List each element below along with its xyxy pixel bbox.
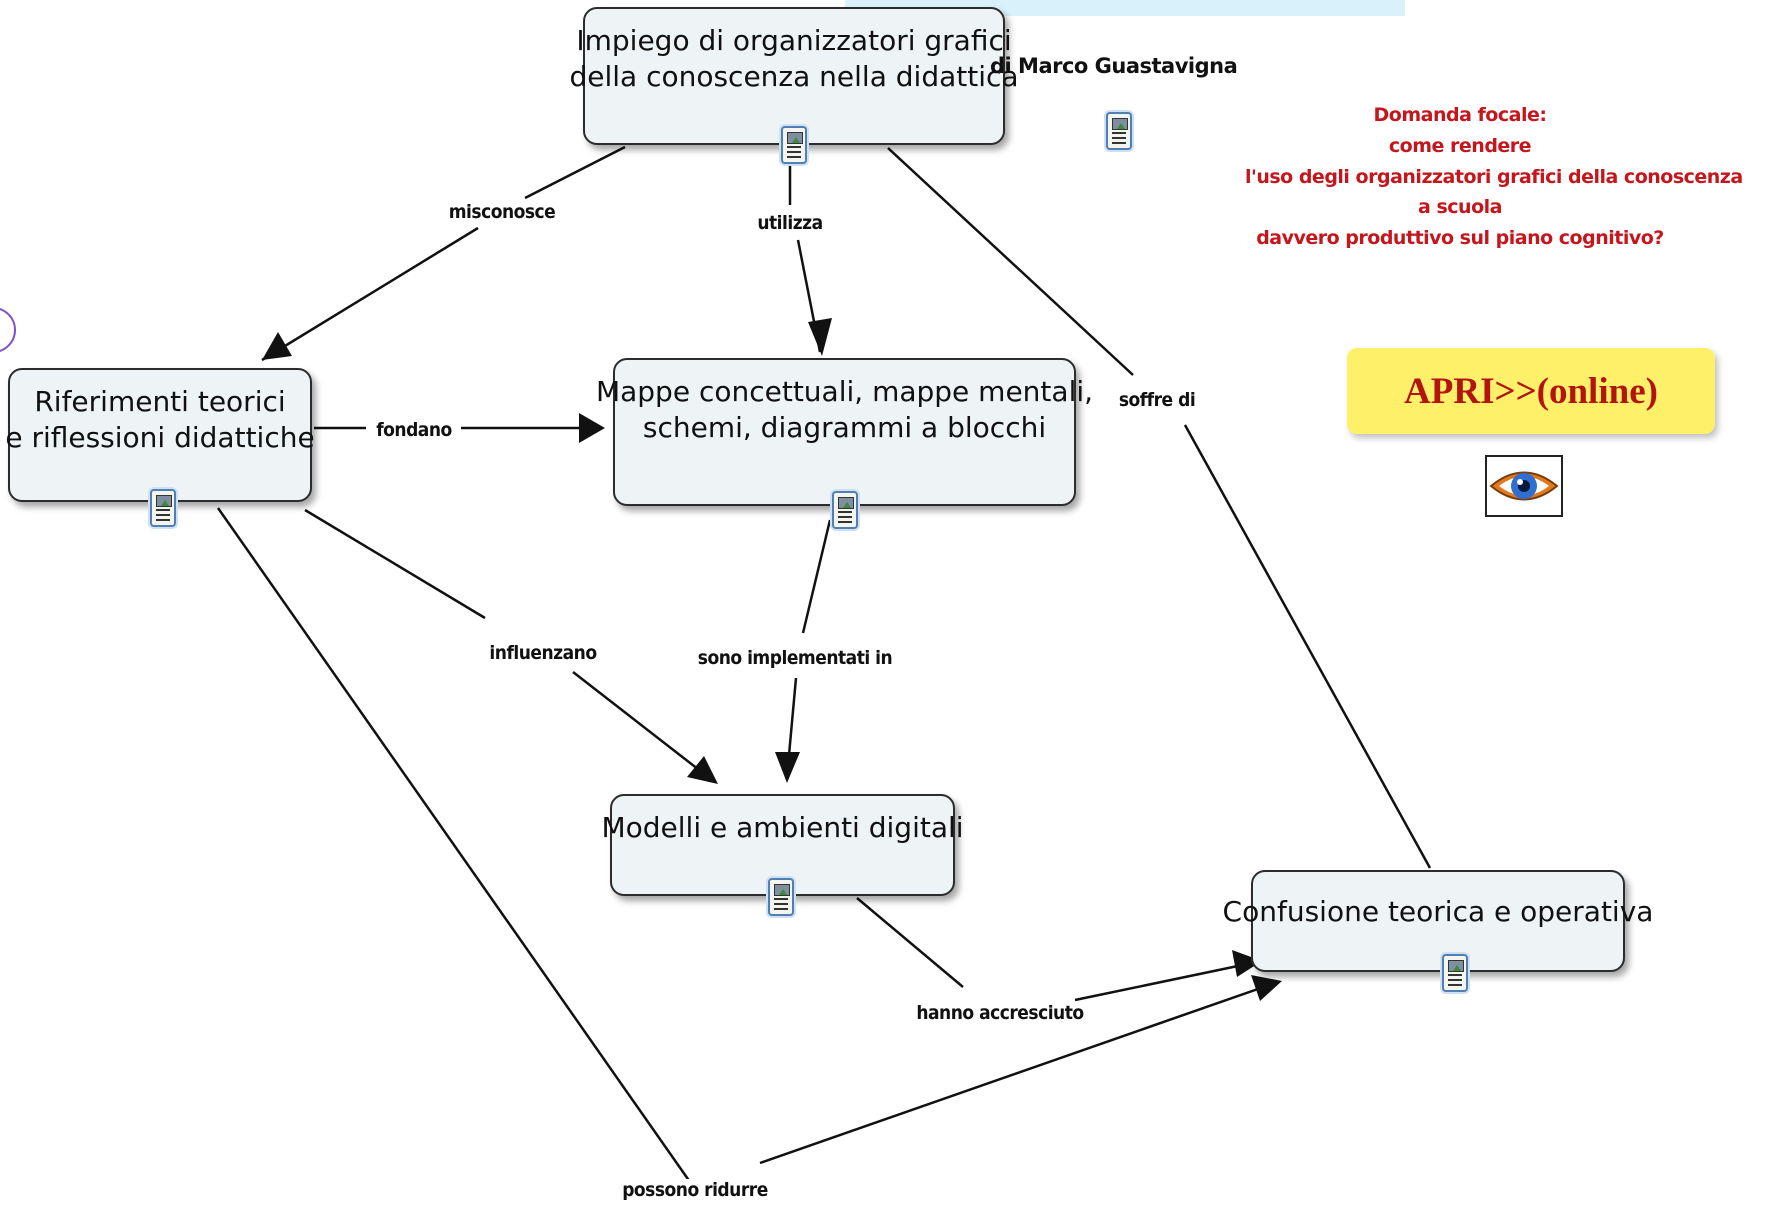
connector-riferimenti-possono: [216, 507, 692, 1183]
concept-riferimenti[interactable]: Riferimenti teorici e riflessioni didatt…: [5, 368, 315, 502]
concept-riferimenti-line-1: Riferimenti teorici: [34, 385, 286, 418]
connector-soffre-confusione: [1183, 424, 1432, 869]
connector-possono-confusione: [759, 981, 1276, 1165]
open-online-button-label: APRI>>(online): [1404, 370, 1658, 412]
arrowhead-mappe-fondano: [579, 413, 605, 443]
concept-modelli-line-1: Modelli e ambienti digitali: [601, 811, 964, 844]
arrowhead-riferimenti: [262, 332, 292, 360]
concept-confusione-line-1: Confusione teorica e operativa: [1222, 895, 1654, 928]
arrowhead-modelli-sono: [775, 752, 800, 783]
arrowhead-modelli-influenzano: [687, 756, 718, 784]
focal-question-line-3: l'uso degli organizzatori grafici della …: [1245, 165, 1743, 188]
open-online-button[interactable]: APRI>>(online): [1347, 348, 1715, 434]
concept-mappe-line-1: Mappe concettuali, mappe mentali,: [595, 375, 1094, 408]
concept-impiego[interactable]: Impiego di organizzatori grafici della c…: [569, 7, 1019, 145]
link-label-fondano: fondano: [373, 419, 455, 441]
concept-mappe[interactable]: Mappe concettuali, mappe mentali, schemi…: [596, 358, 1093, 506]
eye-icon-graphic: [1489, 471, 1559, 501]
connector-influenzano-modelli: [572, 671, 713, 781]
eye-icon[interactable]: [1485, 455, 1563, 517]
concept-mappe-line-2: schemi, diagrammi a blocchi: [642, 410, 1047, 444]
focal-question-line-1: Domanda focale:: [1373, 104, 1547, 126]
link-label-utilizza: utilizza: [754, 212, 826, 234]
connector-misconosce-riferimenti: [261, 226, 479, 362]
link-label-influenzano: influenzano: [486, 642, 600, 664]
concept-confusione[interactable]: Confusione teorica e operativa: [1223, 870, 1653, 972]
link-label-soffre-di: soffre di: [1115, 389, 1199, 411]
link-label-sono-implementati-in: sono implementati in: [694, 647, 896, 669]
connector-impiego-misconosce: [524, 145, 626, 200]
concept-impiego-line-1: Impiego di organizzatori grafici: [576, 24, 1012, 57]
focal-question-line-5: davvero produttivo sul piano cognitivo?: [1256, 227, 1664, 250]
link-label-possono-ridurre: possono ridurre: [619, 1179, 771, 1201]
arrowhead-confusione-possono: [1251, 975, 1282, 1001]
concept-riferimenti-line-2: e riflessioni didattiche: [5, 420, 315, 454]
document-resource-icon[interactable]: [150, 489, 176, 527]
focal-question-line-2: come rendere: [1388, 134, 1532, 157]
link-label-hanno-accresciuto: hanno accresciuto: [913, 1002, 1087, 1024]
focal-question-line-4: a scuola: [1418, 196, 1502, 219]
connector-mappe-sono: [801, 519, 832, 634]
connector-hanno-confusione: [1074, 960, 1258, 1002]
arrowhead-confusione-hanno: [1232, 950, 1262, 977]
document-resource-icon[interactable]: [781, 126, 807, 164]
document-resource-icon[interactable]: [1106, 112, 1132, 150]
author-credit: di Marco Guastavigna: [990, 54, 1238, 78]
arrowhead-mappe-utilizza: [808, 318, 832, 356]
arrowheads: [262, 318, 1282, 1001]
concept-impiego-line-2: della conoscenza nella didattica: [569, 59, 1019, 93]
connector-modelli-hanno: [856, 897, 964, 988]
connector-riferimenti-influenzano: [304, 508, 486, 620]
document-resource-icon[interactable]: [1442, 954, 1468, 992]
document-resource-icon[interactable]: [768, 878, 794, 916]
link-label-misconosce: misconosce: [445, 201, 559, 223]
document-resource-icon[interactable]: [832, 491, 858, 529]
focal-question: Domanda focale: come rendere l'uso degli…: [1245, 100, 1743, 254]
concept-modelli[interactable]: Modelli e ambienti digitali: [601, 794, 964, 896]
connector-impiego-soffre: [887, 147, 1134, 376]
